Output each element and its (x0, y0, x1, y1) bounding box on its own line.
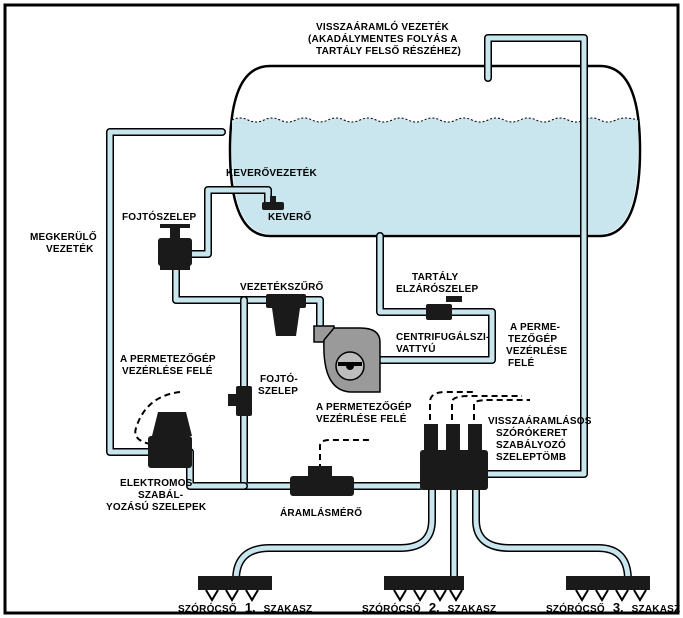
boom-1 (198, 576, 272, 602)
label-to-sprayer-right-4: FELÉ (508, 356, 534, 369)
label-flowmeter: ÁRAMLÁSMÉRŐ (280, 506, 362, 519)
label-shutoff-2: ELZÁRÓSZELEP (396, 282, 479, 295)
label-bypass-2: VEZETÉK (46, 242, 94, 255)
flowmeter (290, 466, 354, 496)
boom-2-number: 2. (429, 600, 440, 615)
label-return-line-3: TARTÁLY FELSŐ RÉSZÉHEZ) (316, 44, 461, 57)
label-electric-1: ELEKTROMOS (120, 478, 193, 489)
boom-1-number: 1. (245, 600, 256, 615)
boom-1-suffix: SZAKASZ (264, 604, 313, 615)
throttle-valve-top (158, 224, 192, 270)
label-shutoff-1: TARTÁLY (412, 270, 459, 283)
label-throttle-mid-1: FOJTÓ- (260, 372, 298, 385)
label-to-sprayer-center-2: VEZÉRLÉSE FELÉ (316, 412, 407, 425)
boom-3-number: 3. (613, 600, 624, 615)
label-pump-2: VATTYÚ (396, 342, 436, 355)
boom-2 (384, 576, 464, 602)
label-to-sprayer-right-2: TEZŐGÉP (508, 332, 557, 345)
boom-3-prefix: SZÓRÓCSŐ (546, 602, 605, 615)
label-throttle-mid-2: SZELEP (258, 386, 298, 397)
label-to-sprayer-left-2: VEZÉRLÉSE FELÉ (122, 364, 213, 377)
label-manifold-1: VISSZAÁRAMLÁSOS (488, 414, 592, 427)
centrifugal-pump (313, 325, 381, 393)
label-electric-3: YOZÁSÚ SZELEPEK (106, 500, 207, 513)
label-boom-1: SZÓRÓCSŐ 1. SZAKASZ (178, 599, 312, 616)
label-mixer-lines: KEVERŐVEZETÉK (226, 166, 318, 179)
boom-2-prefix: SZÓRÓCSŐ (362, 602, 421, 615)
labels: VISSZAÁRAMLÓ VEZETÉK (AKADÁLYMENTES FOLY… (30, 20, 680, 616)
label-to-sprayer-left-1: A PERMETEZŐGÉP (120, 352, 216, 365)
throttle-valve-mid (228, 386, 252, 416)
control-lines (134, 391, 530, 470)
label-manifold-2: SZÓRÓKERET (496, 426, 567, 439)
label-to-sprayer-right-1: A PERME- (510, 322, 560, 333)
label-pump-1: CENTRIFUGÁLSZI- (396, 330, 490, 343)
manifold-valve-block (420, 424, 488, 490)
label-manifold-3: SZABÁLYOZÓ (496, 438, 566, 451)
line-filter (266, 294, 306, 336)
label-bypass-1: MEGKERÜLŐ (30, 230, 97, 243)
label-boom-3: SZÓRÓCSŐ 3. SZAKASZ (546, 599, 680, 616)
label-mixer: KEVERŐ (268, 210, 311, 223)
label-to-sprayer-center-1: A PERMETEZŐGÉP (316, 400, 412, 413)
label-line-filter: VEZETÉKSZŰRŐ (240, 280, 324, 293)
boom-3-suffix: SZAKASZ (632, 604, 681, 615)
electric-control-valves (148, 412, 192, 468)
label-manifold-4: SZELEPTÖMB (496, 450, 566, 463)
pipes (106, 34, 632, 586)
tank (228, 64, 642, 238)
label-boom-2: SZÓRÓCSŐ 2. SZAKASZ (362, 599, 496, 616)
mixer-nozzle (262, 196, 284, 210)
tank-shutoff-valve (426, 296, 462, 320)
label-throttle-top: FOJTÓSZELEP (122, 210, 197, 223)
label-electric-2: SZABÁL- (138, 488, 183, 501)
label-return-line-2: (AKADÁLYMENTES FOLYÁS A (308, 32, 458, 45)
boom-1-prefix: SZÓRÓCSŐ (178, 602, 237, 615)
label-return-line-1: VISSZAÁRAMLÓ VEZETÉK (316, 20, 449, 33)
tank-liquid (232, 118, 638, 234)
diagram-border (3, 3, 680, 615)
boom-2-suffix: SZAKASZ (448, 604, 497, 615)
boom-3 (566, 576, 650, 602)
label-to-sprayer-right-3: VEZÉRLÉSE (506, 344, 567, 357)
